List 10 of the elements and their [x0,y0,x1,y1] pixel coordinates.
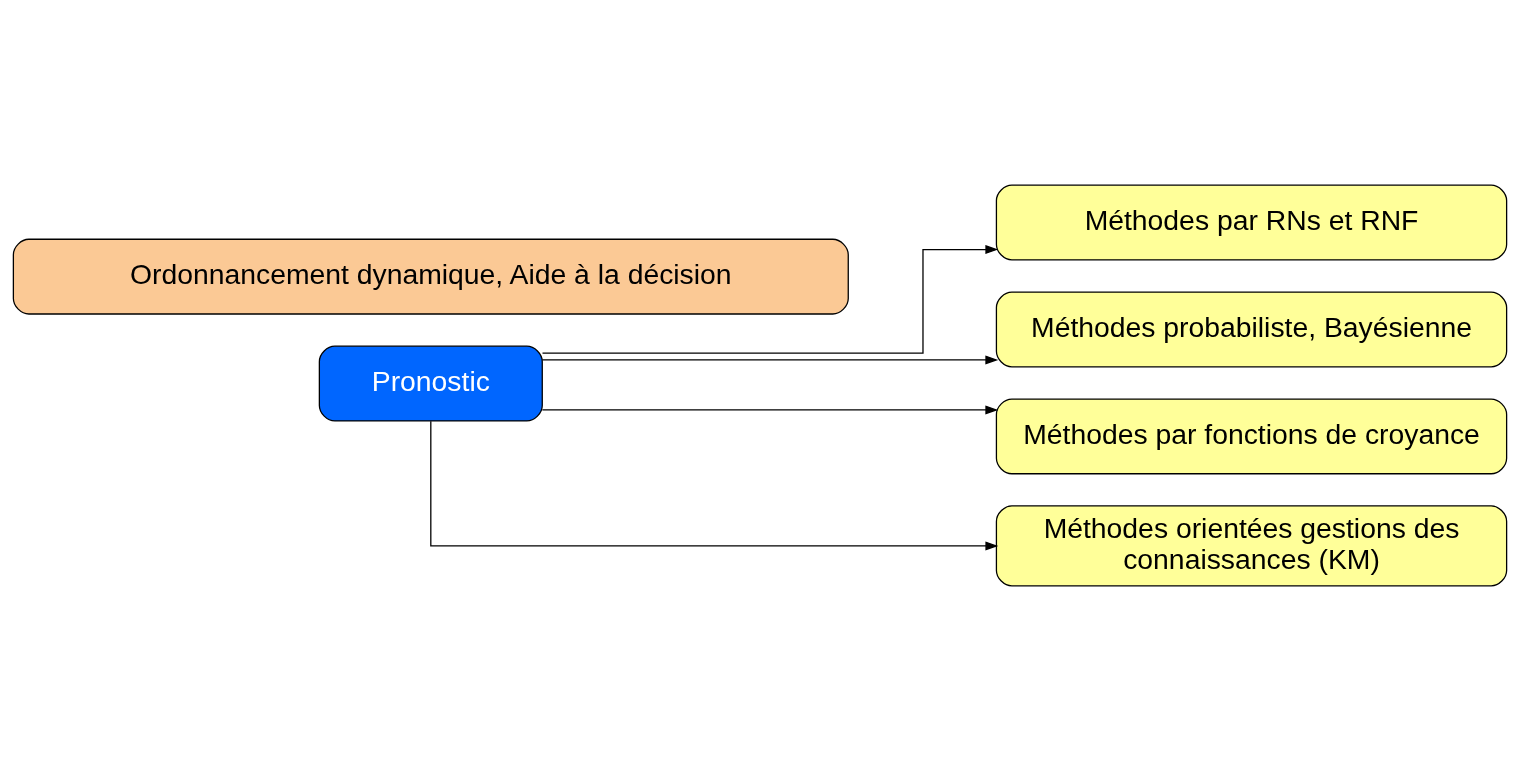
node-box: Méthodes probabiliste, Bayésienne [995,290,1508,367]
node-box: Ordonnancement dynamique, Aide à la décision [12,238,849,315]
arrow [541,404,999,414]
node-box: Méthodes par RNs et RNF [995,184,1508,261]
arrow [541,354,999,364]
arrow [430,420,999,550]
node-box: Méthodes par fonctions de croyance [995,397,1508,474]
arrow [541,244,999,354]
node-box: Méthodes orientées gestions des connaissances (KM) [995,504,1508,586]
node-box: Pronostic [318,345,543,422]
